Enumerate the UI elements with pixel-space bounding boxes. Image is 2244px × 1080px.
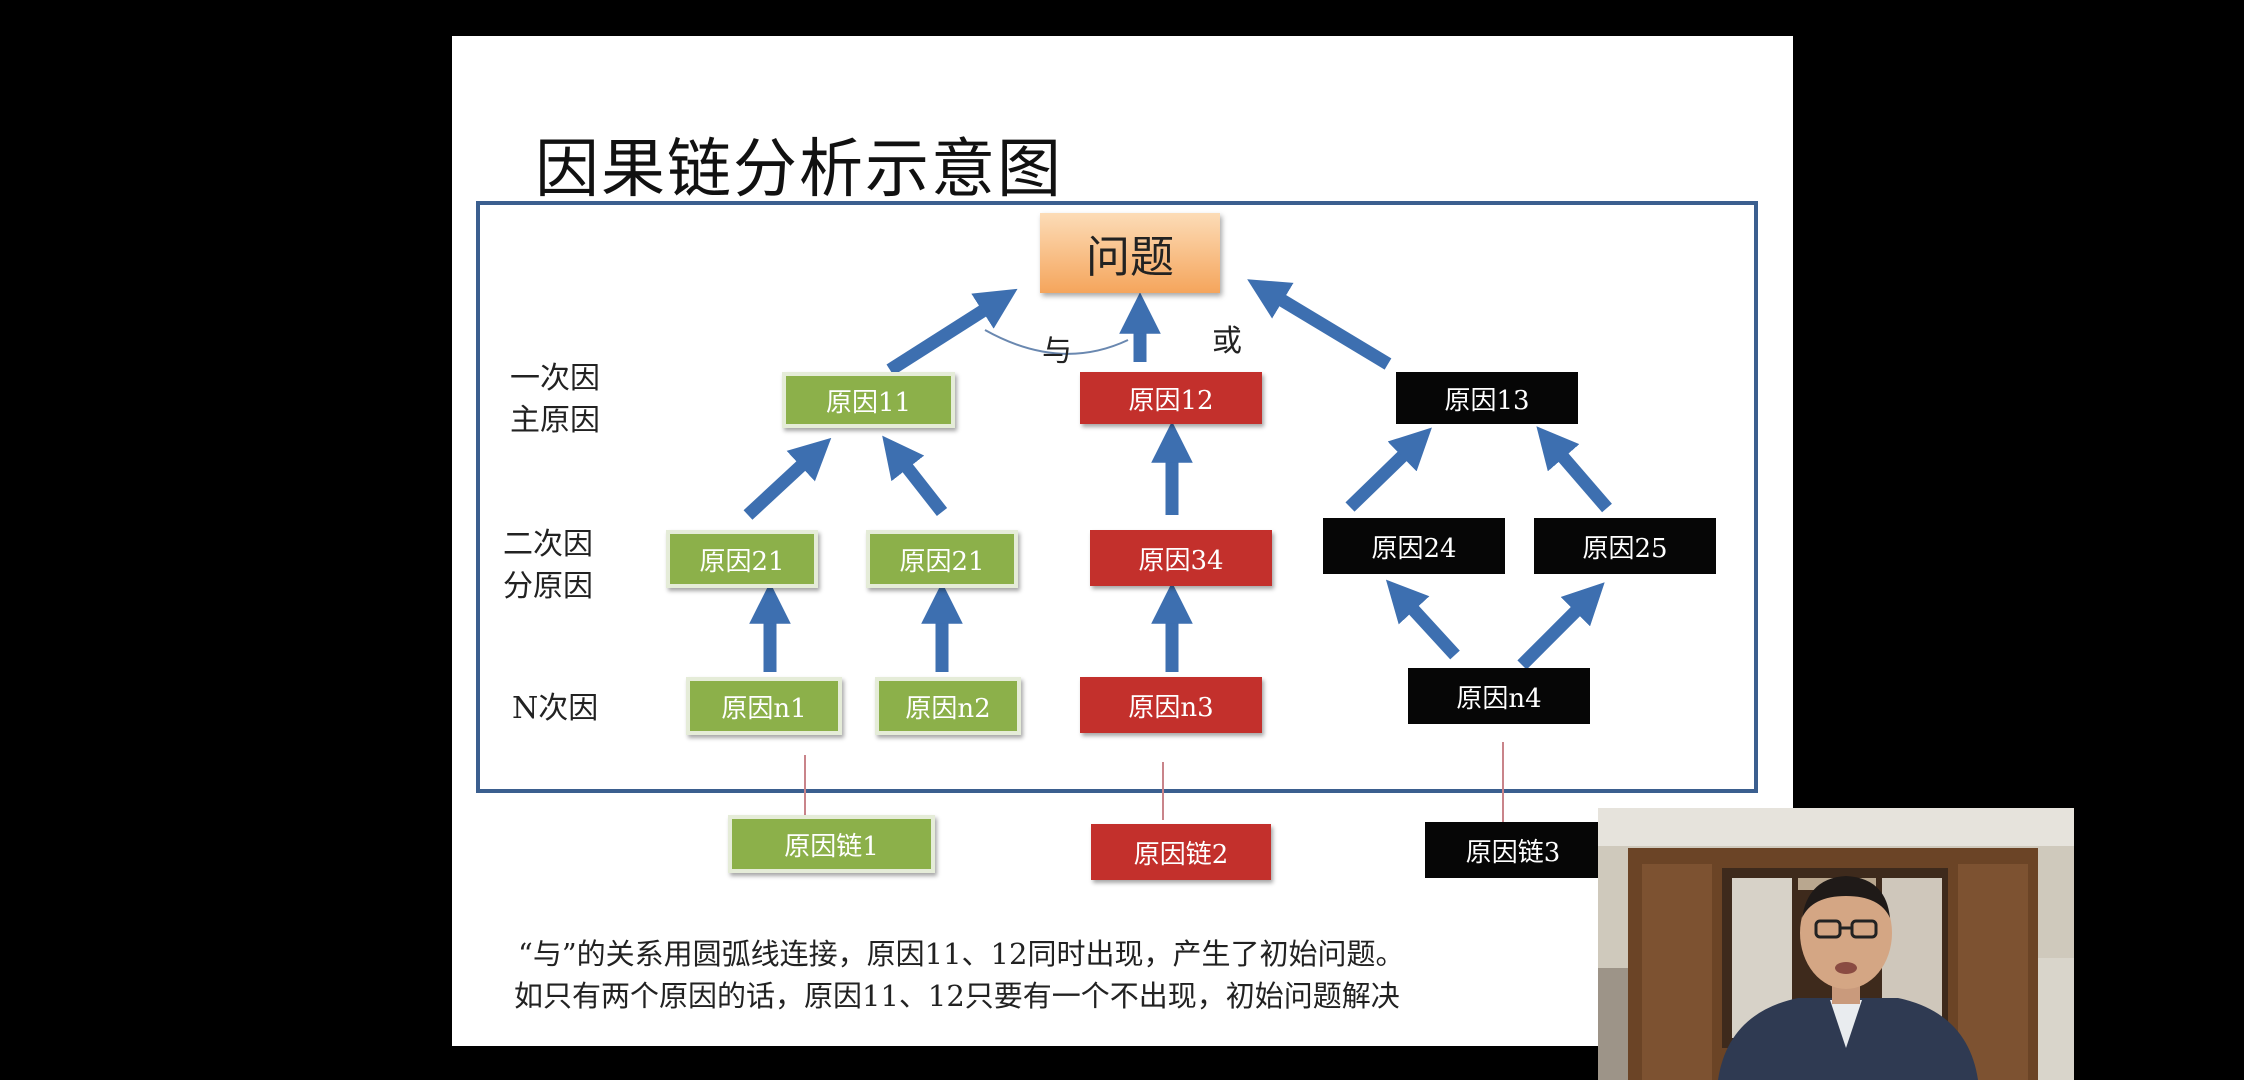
presenter-webcam: [1598, 808, 2074, 1080]
chain-1-box: 原因链1: [728, 815, 935, 873]
chain-3-label: 原因链3: [1465, 837, 1561, 868]
chain-2-box: 原因链2: [1091, 824, 1271, 880]
cause-13-box: 原因13: [1396, 372, 1578, 424]
cause-n2-label: 原因n2: [905, 693, 991, 724]
cause-25-box: 原因25: [1534, 518, 1716, 574]
cause-12-label: 原因12: [1128, 385, 1214, 416]
note-line-1: “与”的关系用圆弧线连接，原因11、12同时出现，产生了初始问题。: [518, 937, 1405, 971]
presenter-webcam-image: [1598, 808, 2074, 1080]
level-second-label: 二次因 分原因: [503, 524, 593, 608]
arrow-n4-25: [1517, 582, 1605, 670]
cause-34-box: 原因34: [1090, 530, 1272, 586]
level-first-line1: 一次因: [510, 361, 600, 396]
arrow-n4-24: [1385, 579, 1460, 660]
chain-2-label: 原因链2: [1133, 839, 1229, 870]
chain-1-label: 原因链1: [784, 831, 879, 862]
cause-21a-label: 原因21: [699, 546, 785, 577]
cause-n4-label: 原因n4: [1456, 683, 1542, 714]
level-first-label: 一次因 主原因: [510, 358, 600, 442]
cause-n1-box: 原因n1: [686, 677, 842, 735]
arrow-21a-11: [743, 437, 832, 520]
cause-21b-label: 原因21: [899, 546, 985, 577]
problem-box: 问题: [1040, 213, 1220, 293]
arrow-24-13: [1345, 427, 1432, 512]
cause-21a-box: 原因21: [666, 530, 818, 588]
level-second-line2: 分原因: [503, 569, 593, 604]
arrow-13-problem: [1247, 279, 1392, 370]
cause-n3-label: 原因n3: [1128, 692, 1214, 723]
level-first-line2: 主原因: [510, 403, 600, 438]
or-label: 或: [1212, 324, 1242, 359]
note-line-2: 如只有两个原因的话，原因11、12只要有一个不出现，初始问题解决: [514, 979, 1400, 1013]
cause-13-label: 原因13: [1444, 385, 1530, 416]
arrow-21b-11: [882, 435, 948, 517]
problem-label: 问题: [1086, 232, 1174, 283]
arrow-11-problem: [886, 288, 1018, 376]
cause-24-box: 原因24: [1323, 518, 1505, 574]
and-arc: [984, 329, 1129, 355]
chain-3-box: 原因链3: [1425, 822, 1601, 878]
cause-n3-box: 原因n3: [1080, 677, 1262, 733]
cause-11-label: 原因11: [825, 387, 912, 418]
diagram-frame: [476, 201, 1758, 793]
cause-25-label: 原因25: [1582, 533, 1668, 564]
level-second-line1: 二次因: [503, 527, 593, 562]
cause-n2-box: 原因n2: [875, 677, 1021, 735]
cause-21b-box: 原因21: [866, 530, 1018, 588]
arrow-25-13: [1536, 426, 1612, 513]
slide-title: 因果链分析示意图: [535, 133, 1063, 207]
cause-34-label: 原因34: [1138, 545, 1224, 576]
and-label: 与: [1042, 334, 1072, 369]
cause-n1-label: 原因n1: [721, 693, 807, 724]
cause-12-box: 原因12: [1080, 372, 1262, 424]
level-nth-label: N次因: [512, 691, 599, 726]
cause-24-label: 原因24: [1371, 533, 1457, 564]
cause-11-box: 原因11: [782, 372, 955, 428]
cause-n4-box: 原因n4: [1408, 668, 1590, 724]
